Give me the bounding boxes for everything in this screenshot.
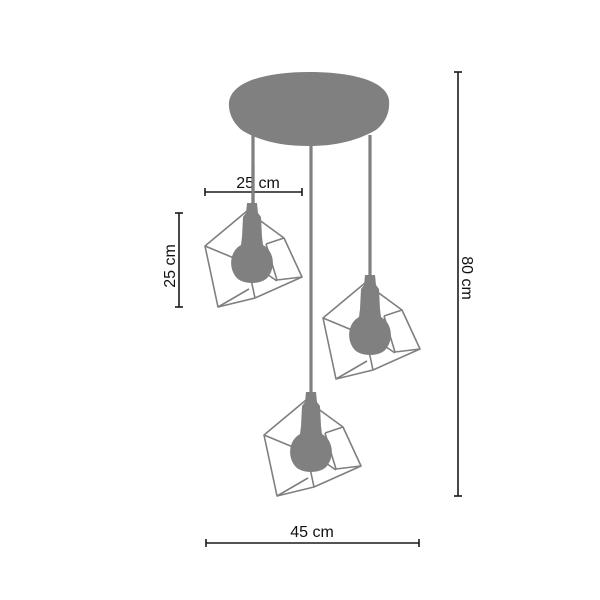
total-width-label: 45 cm — [290, 524, 334, 541]
shade-width-label: 25 cm — [236, 175, 280, 192]
dimension-total-width: 45 cm — [205, 524, 420, 547]
pendant-shade-right — [322, 274, 421, 380]
dimension-total-height: 80 cm — [454, 71, 475, 497]
dimension-shade-height: 25 cm — [162, 212, 183, 308]
shade-height-label: 25 cm — [162, 244, 179, 288]
ceiling-canopy — [228, 72, 390, 146]
pendant-shade-left — [204, 202, 303, 308]
total-height-label: 80 cm — [458, 256, 475, 300]
pendant-shade-center — [263, 391, 362, 497]
